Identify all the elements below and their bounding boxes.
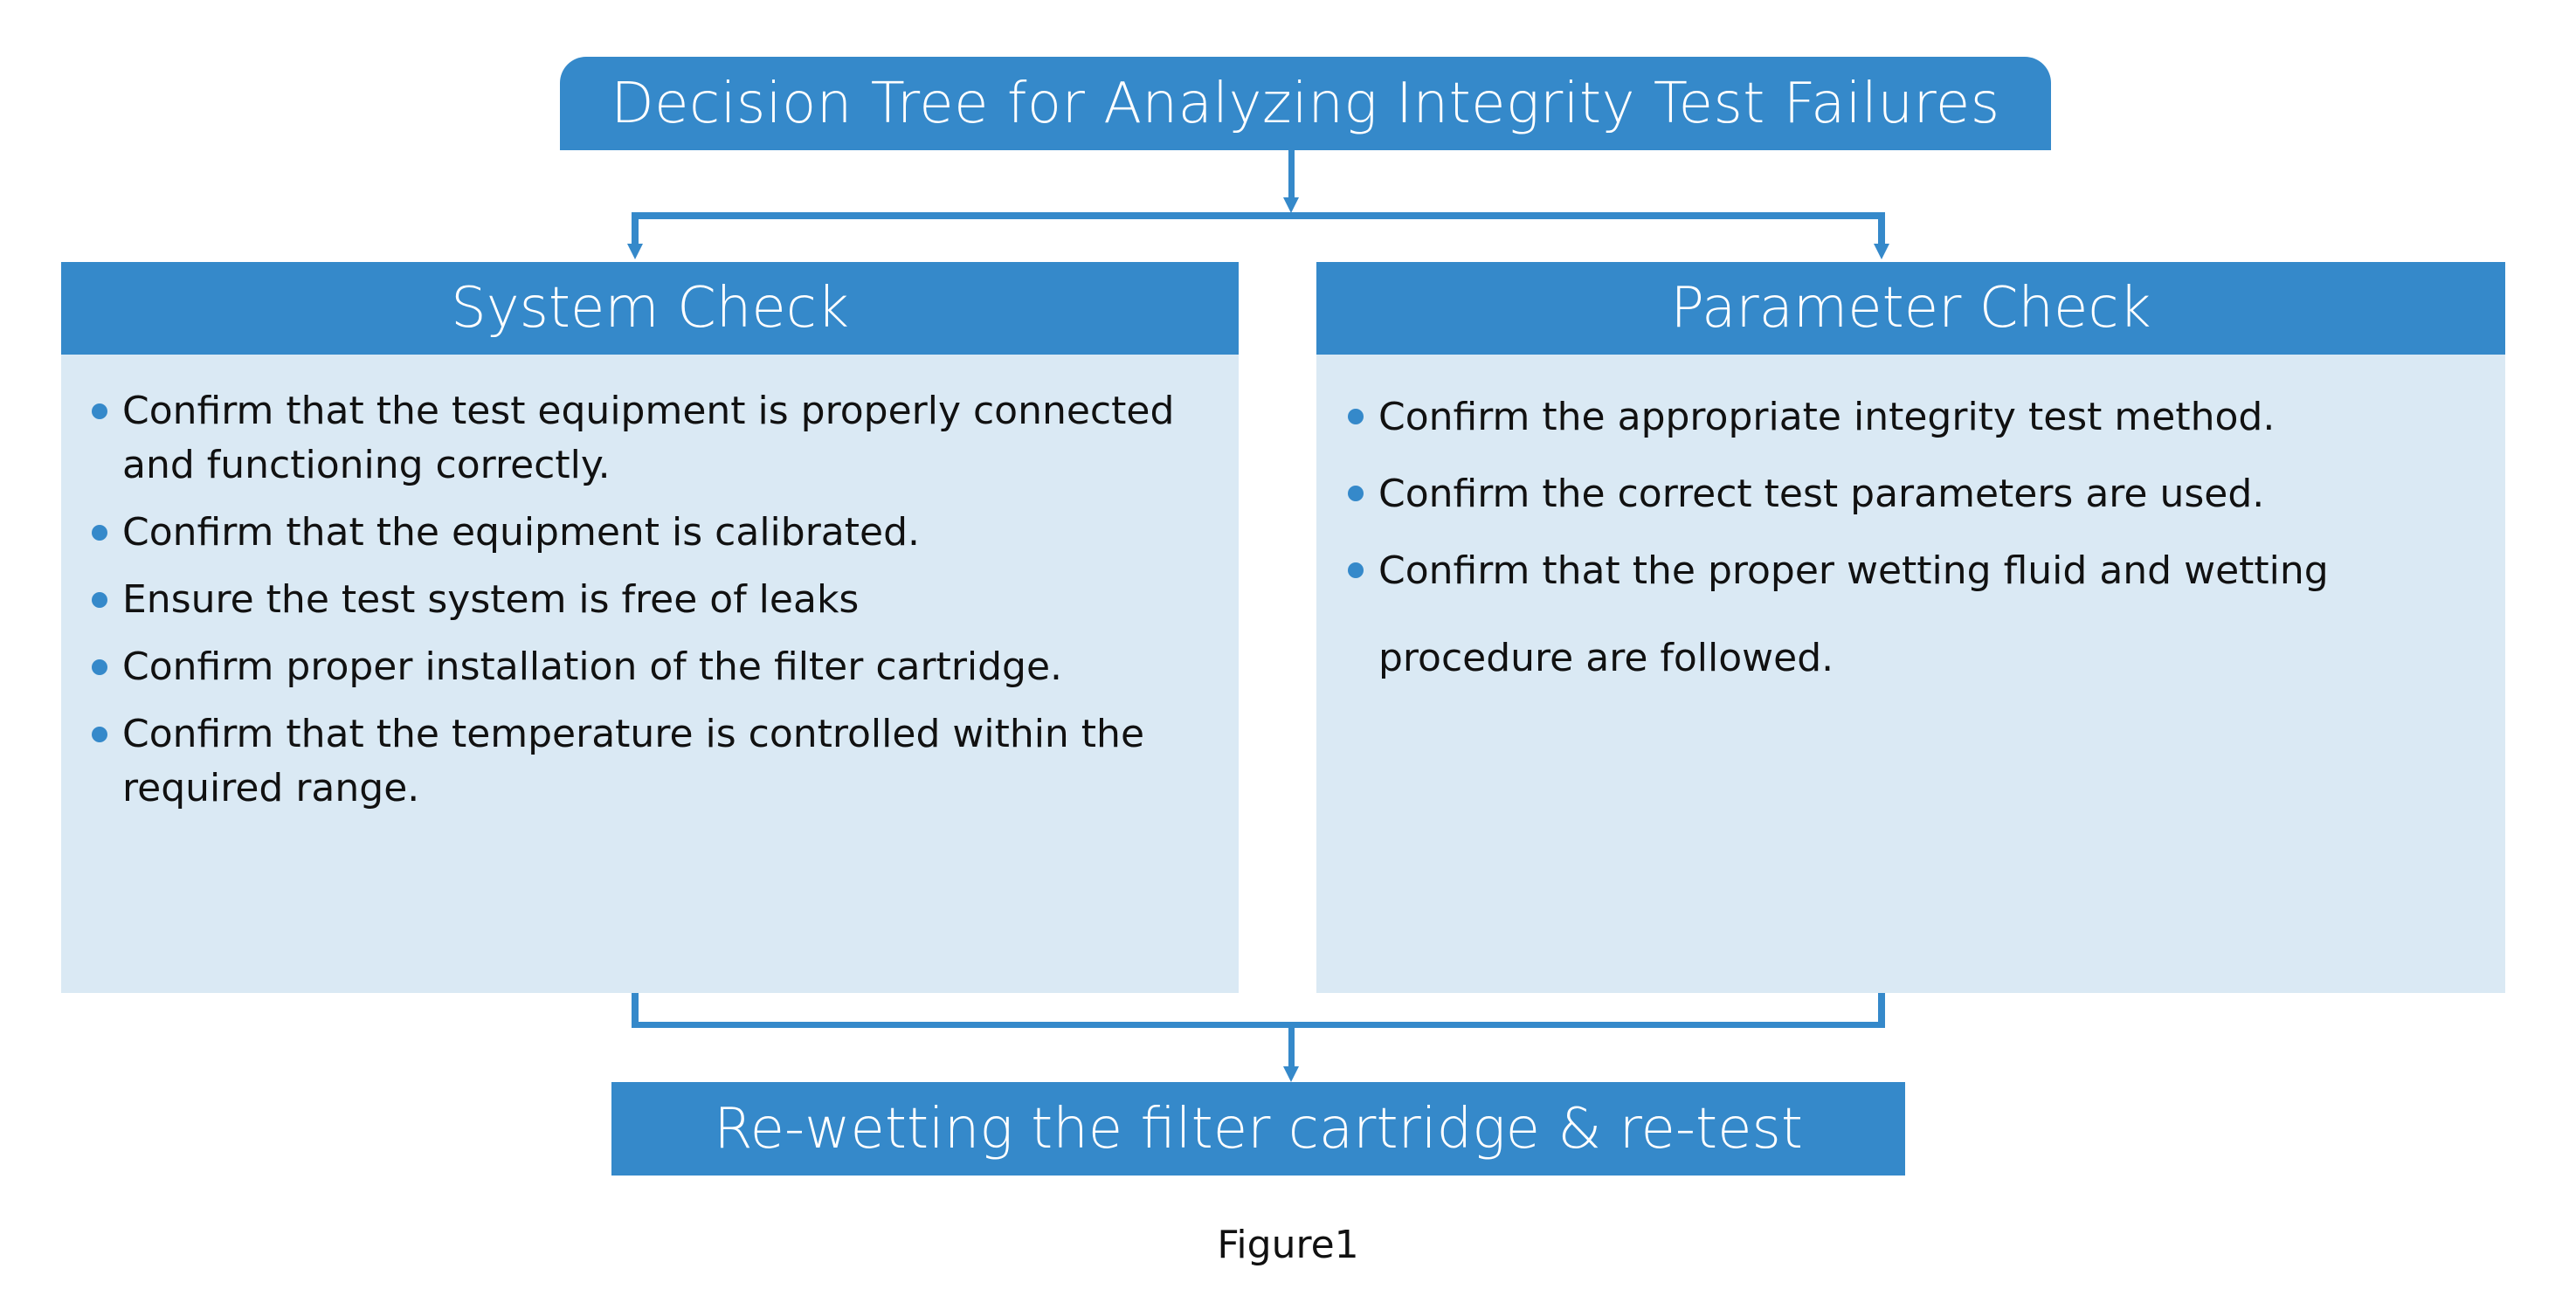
list-item-text: Ensure the test system is free of leaks	[122, 577, 860, 622]
list-item: Confirm proper installation of the filte…	[92, 640, 1197, 694]
diagram-title: Decision Tree for Analyzing Integrity Te…	[611, 71, 2000, 136]
bullet-icon	[92, 727, 107, 742]
connector-drop-left	[632, 212, 639, 245]
system-check-heading: System Check	[61, 262, 1239, 355]
list-item: Confirm that the proper wetting fluid an…	[1348, 527, 2409, 702]
parameter-check-panel: Parameter Check Confirm the appropriate …	[1316, 262, 2505, 993]
list-item-text: Confirm proper installation of the filte…	[122, 645, 1063, 689]
parameter-check-list: Confirm the appropriate integrity test m…	[1348, 384, 2409, 702]
list-item: Confirm the correct test parameters are …	[1348, 451, 2409, 538]
arrow-down-icon	[1283, 1066, 1299, 1082]
list-item-text: Confirm that the proper wetting fluid an…	[1378, 548, 2329, 680]
bullet-icon	[92, 592, 107, 608]
list-item: Ensure the test system is free of leaks	[92, 573, 1197, 627]
list-item-text: Confirm that the test equipment is prope…	[122, 389, 1175, 487]
bullet-icon	[92, 659, 107, 675]
bullet-icon	[92, 525, 107, 541]
arrow-down-icon	[1874, 244, 1889, 259]
connector-rise-left	[632, 993, 639, 1028]
list-item-text: Confirm the correct test parameters are …	[1378, 472, 2265, 516]
connector-branch-top	[632, 212, 1885, 219]
connector-branch-bottom	[632, 1022, 1885, 1028]
figure-caption: Figure1	[1217, 1223, 1359, 1267]
panel-heading-text: Parameter Check	[1670, 276, 2151, 341]
list-item: Confirm the appropriate integrity test m…	[1348, 374, 2409, 461]
system-check-list: Confirm that the test equipment is prope…	[92, 384, 1197, 829]
bullet-icon	[1348, 562, 1364, 578]
bullet-icon	[1348, 486, 1364, 501]
connector-rise-right	[1878, 993, 1885, 1028]
system-check-panel: System Check Confirm that the test equip…	[61, 262, 1239, 993]
list-item: Confirm that the test equipment is prope…	[92, 384, 1197, 493]
panel-heading-text: System Check	[451, 276, 849, 341]
list-item-text: Confirm the appropriate integrity test m…	[1378, 395, 2276, 439]
connector-stem-bottom	[1288, 1028, 1295, 1068]
parameter-check-heading: Parameter Check	[1316, 262, 2505, 355]
arrow-down-icon	[1283, 197, 1299, 213]
connector-drop-right	[1878, 212, 1885, 245]
outcome-text: Re-wetting the filter cartridge & re-tes…	[714, 1096, 1803, 1162]
list-item: Confirm that the temperature is controll…	[92, 707, 1197, 816]
arrow-down-icon	[627, 244, 643, 259]
list-item: Confirm that the equipment is calibrated…	[92, 506, 1197, 560]
diagram-title-box: Decision Tree for Analyzing Integrity Te…	[560, 57, 2051, 150]
bullet-icon	[1348, 409, 1364, 424]
bullet-icon	[92, 403, 107, 419]
list-item-text: Confirm that the equipment is calibrated…	[122, 510, 920, 555]
connector-stem-top	[1288, 150, 1295, 199]
outcome-box: Re-wetting the filter cartridge & re-tes…	[611, 1082, 1905, 1176]
list-item-text: Confirm that the temperature is controll…	[122, 712, 1145, 810]
